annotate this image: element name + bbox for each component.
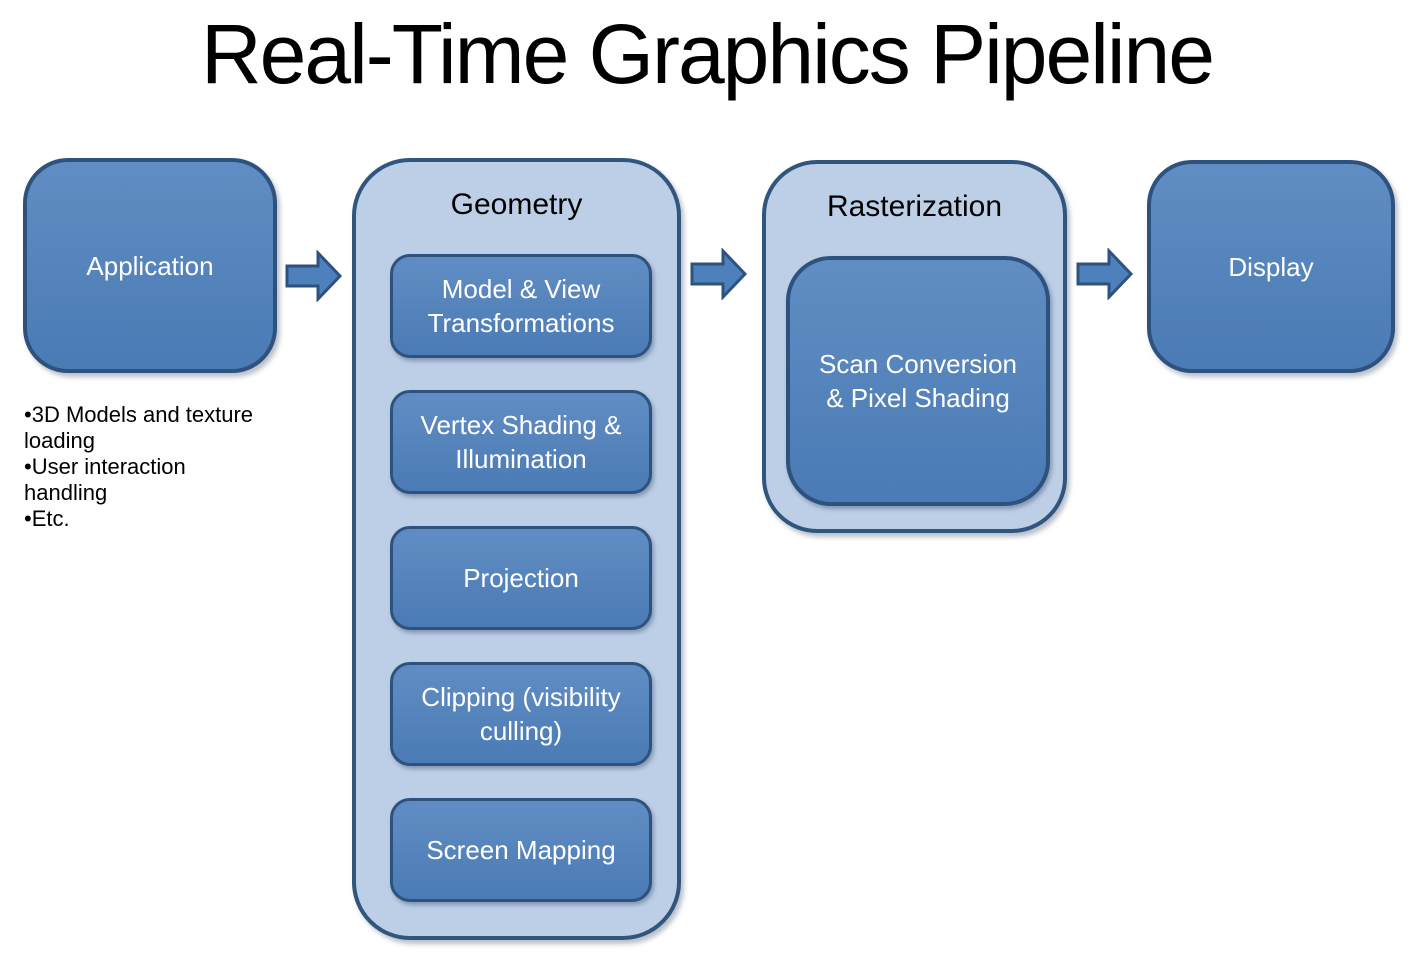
geometry-label: Geometry [450,188,583,221]
display-label: Display [1228,251,1314,282]
right-arrow-icon [285,250,343,302]
stage-vertex-shading-illumination: Vertex Shading & Illumination [390,390,652,494]
right-arrow-icon [690,248,748,300]
right-arrow-icon [1076,248,1134,300]
note-item: •Etc. [24,506,70,531]
stage-model-view-transformations: Model & View Transformations [390,254,652,358]
application-label: Application [86,250,214,281]
application-box: Application [23,158,277,373]
stage-projection: Projection [390,526,652,630]
stage-screen-mapping: Screen Mapping [390,798,652,902]
stage-clipping-visibility-culling: Clipping (visibility culling) [390,662,652,766]
page-title: Real-Time Graphics Pipeline [201,7,1215,101]
application-notes: •3D Models and texture loading •User int… [24,402,282,532]
stage-scan-conversion-pixel-shading: Scan Conversion & Pixel Shading [786,256,1050,506]
geometry-container: Geometry Model & View Transformations Ve… [352,158,681,940]
display-box: Display [1147,160,1395,373]
note-item: •3D Models and texture loading [24,402,254,453]
note-item: •User interaction handling [24,454,186,505]
rasterization-label: Rasterization [826,190,1003,223]
rasterization-container: Rasterization Scan Conversion & Pixel Sh… [762,160,1067,533]
